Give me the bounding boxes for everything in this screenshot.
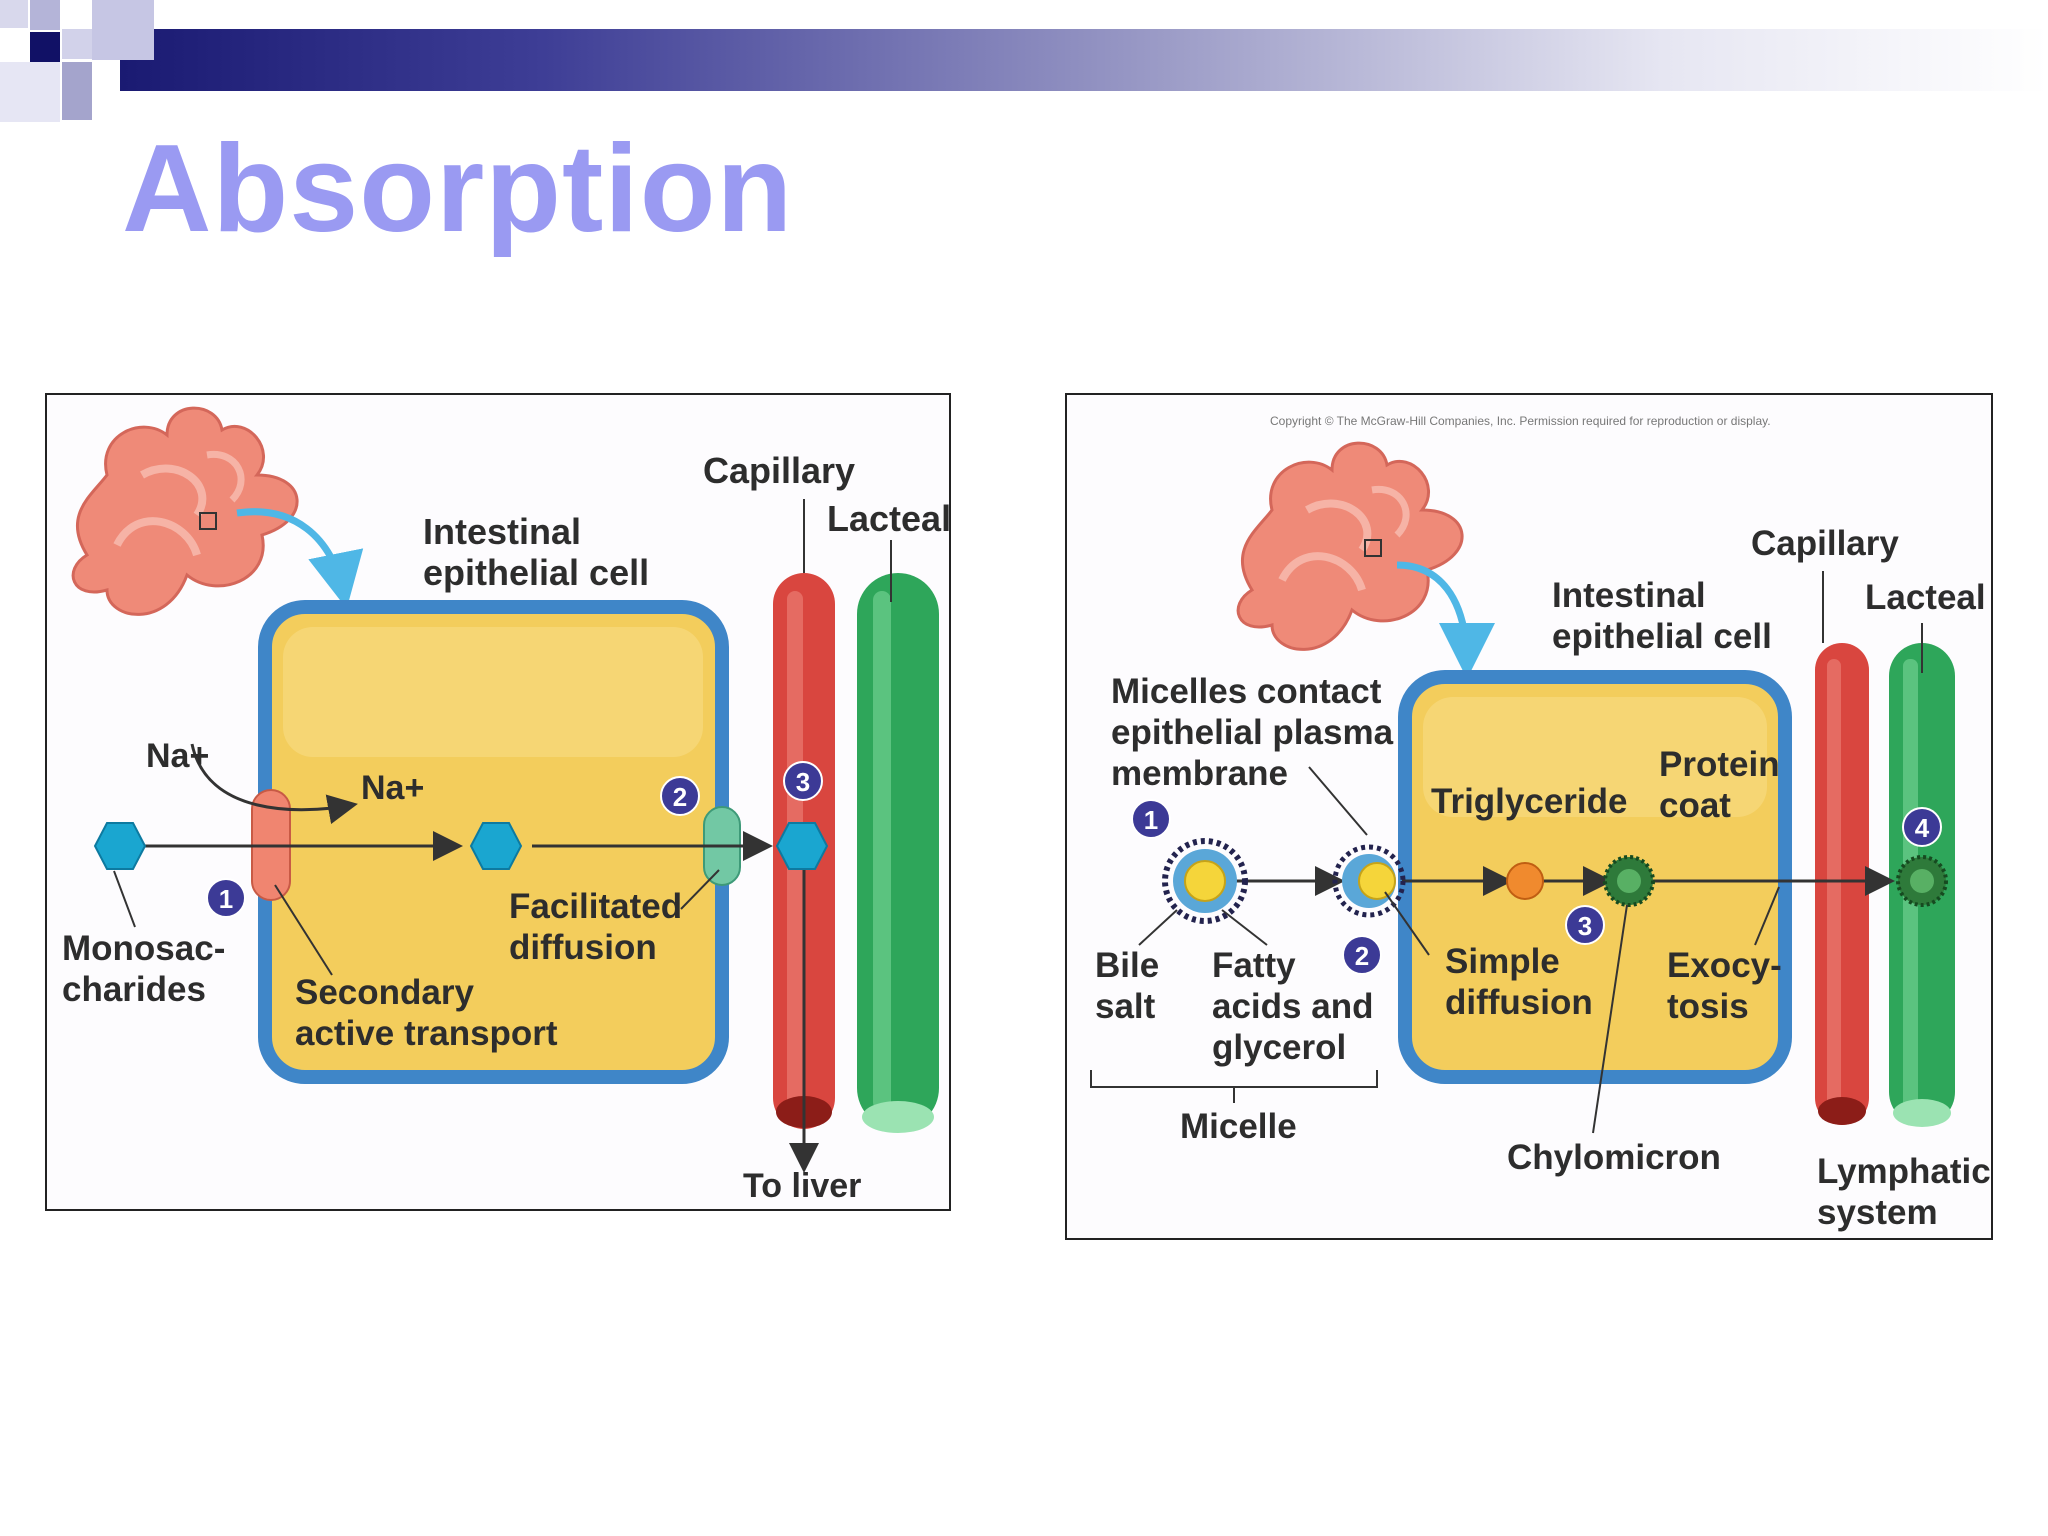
svg-text:3: 3 xyxy=(1578,911,1592,941)
label-exocytosis-line1: Exocy- xyxy=(1667,946,1782,985)
label-simple-line2: diffusion xyxy=(1445,983,1593,1022)
micelle-particle xyxy=(1162,838,1248,924)
svg-text:4: 4 xyxy=(1915,813,1930,843)
label-monosaccharides-line2: charides xyxy=(62,970,206,1009)
monosaccharide-molecule xyxy=(93,822,147,870)
label-lacteal: Lacteal xyxy=(827,498,949,539)
monosaccharide-absorption-diagram: 1 2 3 Capillary Lacteal Intestinal epith… xyxy=(45,393,951,1211)
label-fatty-line3: glycerol xyxy=(1212,1028,1346,1067)
svg-text:1: 1 xyxy=(1144,805,1158,835)
label-secondary-line2: active transport xyxy=(295,1014,558,1053)
step-badge-1: 1 xyxy=(1131,799,1171,839)
monosaccharide-molecule xyxy=(775,822,829,870)
label-facilitated-line2: diffusion xyxy=(509,928,657,967)
label-chylomicron: Chylomicron xyxy=(1507,1138,1721,1177)
label-to-liver: To liver xyxy=(743,1167,861,1205)
label-triglyceride: Triglyceride xyxy=(1431,782,1627,821)
svg-text:2: 2 xyxy=(673,782,687,812)
lipid-absorption-diagram: Copyright © The McGraw-Hill Companies, I… xyxy=(1065,393,1993,1240)
label-facilitated-line1: Facilitated xyxy=(509,887,682,926)
capillary-vessel xyxy=(1815,643,1869,1125)
chylomicron-in-lacteal xyxy=(1896,855,1948,907)
monosaccharide-molecule xyxy=(469,822,523,870)
micelle-bracket xyxy=(1090,1070,1378,1088)
header-gradient-bar xyxy=(120,29,2048,91)
label-capillary: Capillary xyxy=(1751,524,1899,563)
label-cell-line2: epithelial cell xyxy=(423,552,649,593)
zoom-arrow xyxy=(1396,561,1495,679)
label-simple-line1: Simple xyxy=(1445,942,1560,981)
header-square-decoration xyxy=(0,0,160,125)
label-protein-line2: coat xyxy=(1659,786,1731,825)
label-bile-line2: salt xyxy=(1095,987,1156,1026)
svg-text:1: 1 xyxy=(219,884,233,914)
label-bile-line1: Bile xyxy=(1095,946,1159,985)
intestine-illustration xyxy=(71,406,299,616)
label-micelles-line3: membrane xyxy=(1111,754,1288,793)
svg-text:2: 2 xyxy=(1355,941,1369,971)
label-lymphatic-line1: Lymphatic xyxy=(1817,1152,1991,1191)
triglyceride-droplet xyxy=(1506,862,1544,900)
intestine-illustration xyxy=(1236,441,1464,651)
step-badge-3: 3 xyxy=(783,761,823,801)
step-badge-4: 4 xyxy=(1902,807,1942,847)
label-na-inner: Na+ xyxy=(361,769,424,807)
micelle-at-membrane xyxy=(1332,844,1406,918)
label-lacteal: Lacteal xyxy=(1865,578,1986,617)
label-protein-line1: Protein xyxy=(1659,745,1780,784)
label-fatty-line1: Fatty xyxy=(1212,946,1296,985)
svg-text:3: 3 xyxy=(796,767,810,797)
label-fatty-line2: acids and xyxy=(1212,987,1373,1026)
label-secondary-line1: Secondary xyxy=(295,973,474,1012)
label-cell-line1: Intestinal xyxy=(1552,576,1706,615)
slide-title: Absorption xyxy=(122,120,794,258)
step-badge-3: 3 xyxy=(1565,905,1605,945)
label-lymphatic-line2: system xyxy=(1817,1193,1938,1232)
label-micelles-line2: epithelial plasma xyxy=(1111,713,1394,752)
copyright-notice: Copyright © The McGraw-Hill Companies, I… xyxy=(1270,414,1771,428)
step-badge-2: 2 xyxy=(660,776,700,816)
step-badge-2: 2 xyxy=(1342,935,1382,975)
label-cell-line1: Intestinal xyxy=(423,511,581,552)
label-cell-line2: epithelial cell xyxy=(1552,617,1772,656)
step-badge-1: 1 xyxy=(206,878,246,918)
lacteal-vessel xyxy=(857,573,939,1133)
label-micelles-line1: Micelles contact xyxy=(1111,672,1382,711)
label-capillary: Capillary xyxy=(703,450,855,491)
label-na-outer: Na+ xyxy=(146,737,209,775)
label-micelle: Micelle xyxy=(1180,1107,1297,1146)
zoom-arrow xyxy=(236,508,364,609)
label-exocytosis-line2: tosis xyxy=(1667,987,1749,1026)
label-monosaccharides-line1: Monosac- xyxy=(62,929,225,968)
chylomicron-particle xyxy=(1603,855,1655,907)
